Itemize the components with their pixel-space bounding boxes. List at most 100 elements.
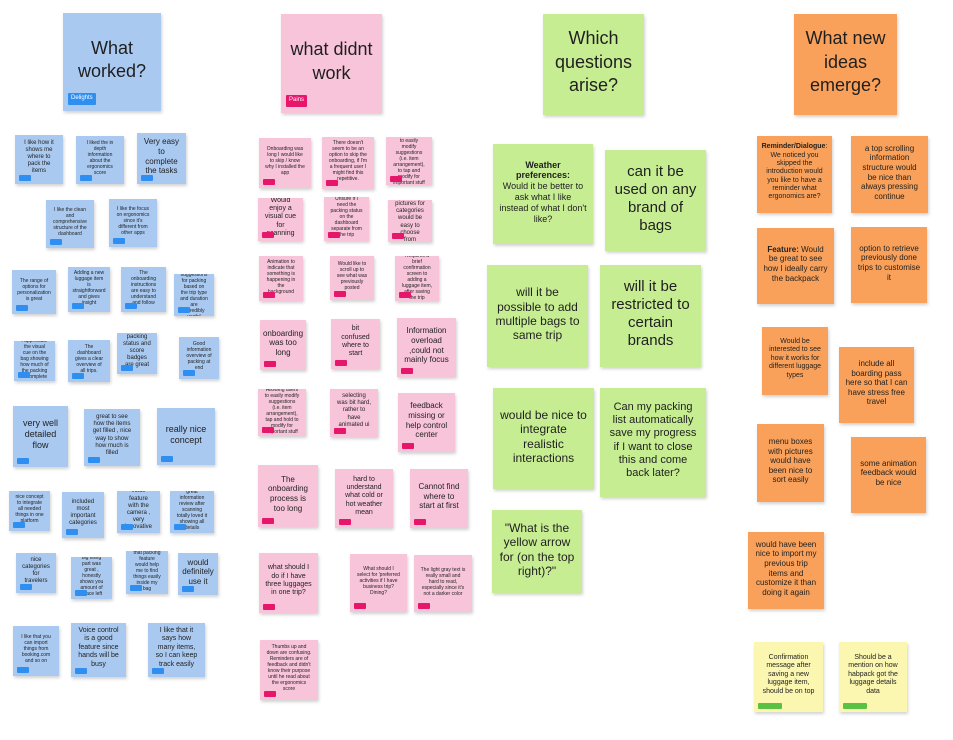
worked-note[interactable]: nice categories for travelers [16, 553, 56, 593]
question-note[interactable]: Can my packing list automatically save m… [600, 388, 706, 497]
didnt-note[interactable]: selecting was bit hard, rather to have a… [330, 389, 378, 437]
tag [72, 373, 84, 379]
worked-note[interactable]: big filling part was great , honestly sh… [71, 557, 112, 599]
header-new-ideas[interactable]: What new ideas emerge? [794, 14, 897, 115]
reminder-body: : We noticed you skipped the introductio… [766, 143, 828, 201]
worked-note[interactable]: voice feature with the camera , very inn… [117, 491, 160, 533]
worked-note[interactable]: I like the clean and comprehensive struc… [46, 200, 94, 248]
didnt-note[interactable]: onboarding was too long [260, 320, 306, 370]
tag [402, 443, 414, 449]
didnt-note[interactable]: Requires a brief confirmation screen to … [395, 256, 439, 301]
didnt-note[interactable]: Allowing users to easily modify suggesti… [258, 389, 306, 436]
worked-note[interactable]: I like that you can import things from b… [13, 626, 59, 676]
didnt-note[interactable]: The onboarding process is too long [258, 465, 318, 527]
question-note[interactable]: can it be used on any brand of bags [605, 150, 706, 251]
idea-yellow-note[interactable]: Should be a mention on how habpack got t… [839, 642, 907, 712]
worked-note[interactable]: very well detailed flow [13, 406, 68, 467]
tag [141, 175, 153, 181]
didnt-note[interactable]: bit confused where to start [331, 319, 380, 369]
didnt-note[interactable]: There doesn't seem to be an option to sk… [322, 137, 374, 189]
tag [843, 703, 867, 709]
worked-note[interactable]: The range of options for personalization… [12, 270, 56, 314]
header-what-didnt-work[interactable]: what didnt work Pains [281, 14, 382, 113]
question-note[interactable]: would be nice to integrate realistic int… [493, 388, 594, 489]
question-note[interactable]: Weather preferences:Would it be better t… [493, 144, 593, 244]
idea-note[interactable]: menu boxes with pictures would have been… [757, 424, 824, 502]
idea-note[interactable]: a top scrolling information structure wo… [851, 136, 928, 213]
worked-note[interactable]: I liked the in depth information about t… [76, 136, 124, 184]
worked-note[interactable]: Adding a new luggage item is straightfor… [68, 267, 110, 312]
tag [264, 691, 276, 697]
didnt-note[interactable]: Animation to indicate that something is … [259, 256, 303, 301]
tag [326, 180, 338, 186]
worked-note[interactable]: I like the focus on ergonomics since it'… [109, 199, 157, 247]
feature-title: Feature: [767, 244, 799, 254]
tag [339, 519, 351, 525]
worked-note[interactable]: The onboarding instructions are easy to … [121, 267, 166, 312]
tag [161, 456, 173, 462]
worked-note[interactable]: included most important categories [62, 492, 104, 538]
idea-note[interactable]: option to retrieve previously done trips… [851, 227, 927, 303]
tag [75, 590, 87, 596]
feature-body: Would be great to see how I ideally carr… [763, 244, 828, 283]
worked-note[interactable]: would definitely use it [178, 553, 218, 595]
tag [125, 303, 137, 309]
worked-note[interactable]: really nice concept [157, 408, 215, 465]
worked-note[interactable]: great to see how the items get filled , … [84, 409, 140, 466]
idea-note[interactable]: Would be interested to see how it works … [762, 327, 828, 395]
header-what-worked[interactable]: What worked? Delights [63, 13, 161, 111]
tag [328, 232, 340, 238]
question-note[interactable]: will it be restricted to certain brands [600, 265, 701, 367]
pains-tag: Pains [286, 95, 308, 107]
didnt-note[interactable]: The light gray text is really small and … [414, 555, 472, 612]
idea-note[interactable]: would have been nice to import my previo… [748, 532, 824, 609]
didnt-note[interactable]: What should I select for 'preferred acti… [350, 554, 407, 612]
didnt-note[interactable]: Thumbs up and down are confusing. Remind… [260, 640, 318, 700]
tag [121, 365, 133, 371]
tag [263, 179, 275, 185]
worked-note[interactable]: packing status and score badges are grea… [117, 333, 157, 374]
header-which-questions[interactable]: Which questions arise? [543, 14, 644, 115]
worked-note[interactable]: AI suggestions for packing based on the … [174, 274, 214, 316]
worked-note[interactable]: I like how it shows me where to pack the… [15, 135, 63, 184]
didnt-note[interactable]: hard to understand what cold or hot weat… [335, 469, 393, 528]
idea-note[interactable]: Feature: Would be great to see how I ide… [757, 228, 834, 304]
didnt-note[interactable]: Would enjoy a visual cue for scanning [258, 198, 303, 241]
question-note[interactable]: will it be possible to add multiple bags… [487, 265, 588, 367]
didnt-note[interactable]: Information overload ,could not mainly f… [397, 318, 456, 377]
didnt-note[interactable]: more pictures for categories would be ea… [388, 200, 432, 242]
worked-note[interactable]: great information review after scanning … [170, 491, 214, 533]
didnt-note[interactable]: feedback missing or help control center [398, 393, 455, 452]
tag [334, 428, 346, 434]
worked-note[interactable]: Very easy to complete the tasks [137, 133, 186, 184]
didnt-note[interactable]: Would like to scroll up to see what was … [330, 256, 374, 300]
tag [758, 703, 782, 709]
tag [263, 292, 275, 298]
didnt-note[interactable]: Unsure if I need the packing status on t… [324, 197, 369, 241]
didnt-note[interactable]: Allowing users to easily modify suggesti… [386, 137, 432, 185]
didnt-note[interactable]: Onboarding was long I would like to skip… [259, 138, 311, 188]
idea-yellow-note[interactable]: Confirmation message after saving a new … [754, 642, 823, 712]
tag [354, 603, 366, 609]
worked-note[interactable]: I like that it says how many items, so I… [148, 623, 205, 677]
tag [399, 292, 411, 298]
tag [263, 604, 275, 610]
didnt-note[interactable]: what should I do if I have three luggage… [259, 553, 318, 613]
tag [178, 307, 190, 313]
idea-note[interactable]: Reminder/Dialogue: We noticed you skippe… [757, 136, 832, 213]
didnt-note[interactable]: Cannot find where to start at first [410, 469, 468, 528]
worked-note[interactable]: Good information overview of packing at … [179, 337, 219, 379]
idea-note[interactable]: some animation feedback would be nice [851, 437, 926, 513]
question-note[interactable]: "What is the yellow arrow for (on the to… [492, 510, 582, 593]
tag [17, 458, 29, 464]
worked-note[interactable]: nice concept to integrate all needed thi… [9, 491, 50, 531]
worked-note[interactable]: The dashboard gives a clear overview of … [68, 340, 110, 382]
tag [72, 303, 84, 309]
idea-note[interactable]: include all boarding pass here so that I… [839, 347, 914, 423]
tag [335, 360, 347, 366]
weather-title: Weather preferences: [515, 159, 571, 181]
worked-note[interactable]: Voice control is a good feature since ha… [71, 623, 126, 677]
worked-note[interactable]: that packing feature would help me to fi… [126, 551, 168, 594]
worked-note[interactable]: I appreciate the visual cue on the bag s… [14, 341, 55, 381]
tag [121, 524, 133, 530]
